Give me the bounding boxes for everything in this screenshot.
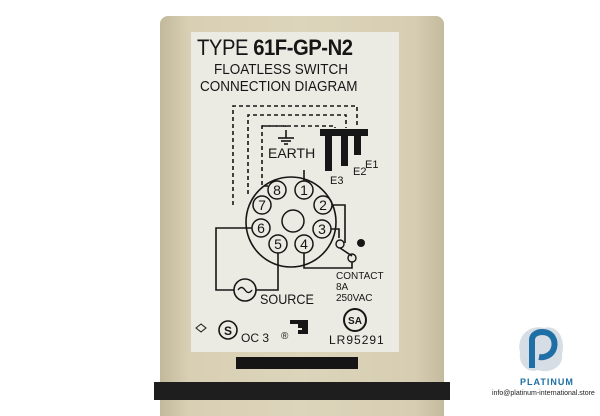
ur-mark-icon	[290, 320, 308, 334]
electrode-e2-label: E2	[353, 166, 367, 178]
contact-rating-volts: 250VAC	[336, 293, 373, 304]
earth-label: EARTH	[268, 145, 316, 161]
contact-rating-amps: 8A	[336, 282, 349, 293]
registered-mark: ®	[281, 331, 289, 342]
earth-icon	[278, 133, 294, 145]
type-prefix: TYPE	[197, 35, 249, 60]
s-mark-icon	[218, 320, 238, 340]
pin-1: 1	[300, 182, 308, 198]
pin-5: 5	[274, 236, 282, 252]
contact-label: CONTACT	[336, 271, 384, 282]
octal-socket-icon	[245, 176, 337, 268]
cert-number: LR95291	[329, 333, 385, 347]
relay-socket-base	[154, 382, 450, 400]
electrode-e1-label: E1	[365, 159, 379, 171]
pin-4: 4	[300, 236, 308, 252]
brand-name: PLATINUM	[520, 377, 574, 387]
svg-text:SA: SA	[348, 316, 362, 327]
diamond-t-mark-icon	[195, 323, 207, 333]
csa-mark-icon	[343, 308, 367, 332]
svg-text:S: S	[224, 324, 232, 338]
housing-slot	[236, 357, 358, 369]
electrode-rods-icon	[320, 129, 368, 171]
cert-code: OC 3	[241, 331, 270, 345]
pin-8: 8	[273, 182, 281, 198]
connection-diagram: 1 2 3 4 5 6 7 8 S SA	[195, 105, 368, 340]
subtitle-connection-diagram: CONNECTION DIAGRAM	[200, 78, 358, 95]
pin-7: 7	[258, 197, 266, 213]
subtitle-floatless-switch: FLOATLESS SWITCH	[214, 61, 349, 78]
brand-email: info@platinum-international.store	[492, 390, 595, 397]
platinum-logo-icon	[519, 327, 564, 372]
model-title: TYPE 61F-GP-N2	[197, 37, 353, 59]
pin-6: 6	[257, 220, 265, 236]
pin-3: 3	[318, 221, 326, 237]
pin-2: 2	[319, 197, 327, 213]
source-label: SOURCE	[260, 291, 314, 307]
electrode-e3-label: E3	[330, 175, 344, 187]
model-number: 61F-GP-N2	[253, 35, 353, 60]
